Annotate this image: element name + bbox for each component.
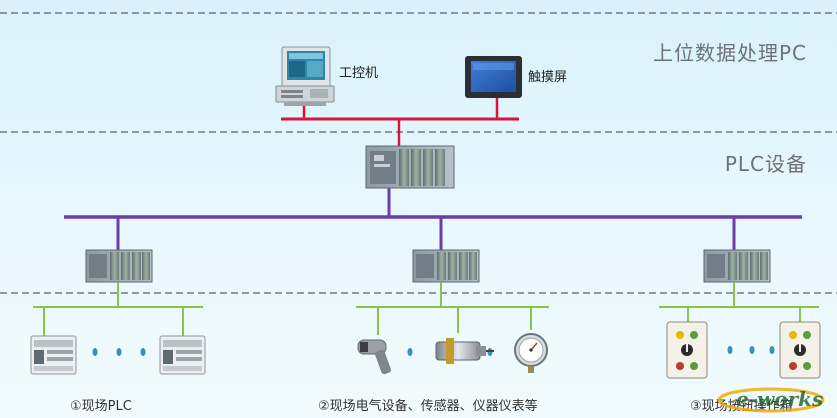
- remote-plc-rack-2: [412, 249, 480, 283]
- field-plc-unit-1: [30, 335, 77, 375]
- industrial-pc-icon: [275, 46, 335, 106]
- remote-plc-rack-1: [85, 249, 153, 283]
- touchscreen-icon: [465, 56, 522, 98]
- connector-dots: [92, 346, 775, 356]
- pressure-gauge-icon: [514, 333, 548, 373]
- cylindrical-sensor-icon: [435, 338, 494, 364]
- field-bus-group-2: [356, 282, 549, 335]
- central-plc-rack: [365, 145, 455, 189]
- caption-field-electrical: ②现场电气设备、传感器、仪器仪表等: [318, 399, 538, 414]
- ipc-label: 工控机: [339, 66, 379, 81]
- button-box-1: [666, 321, 708, 379]
- field-bus-group-3: [659, 282, 819, 322]
- field-bus-group-1: [33, 282, 203, 336]
- tier-label-upper-pc: 上位数据处理PC: [652, 41, 807, 65]
- remote-plc-rack-3: [703, 249, 771, 283]
- plc-bus-drops: [116, 217, 736, 250]
- tier-label-plc-devices: PLC设备: [724, 152, 807, 176]
- caption-field-plc: ①现场PLC: [70, 399, 132, 414]
- barcode-scanner-icon: [357, 339, 391, 375]
- eworks-logo: e-works: [714, 380, 829, 416]
- button-box-2: [779, 321, 821, 379]
- field-plc-unit-2: [159, 335, 206, 375]
- svg-text:e-works: e-works: [736, 387, 823, 411]
- touchscreen-label: 触摸屏: [528, 70, 568, 85]
